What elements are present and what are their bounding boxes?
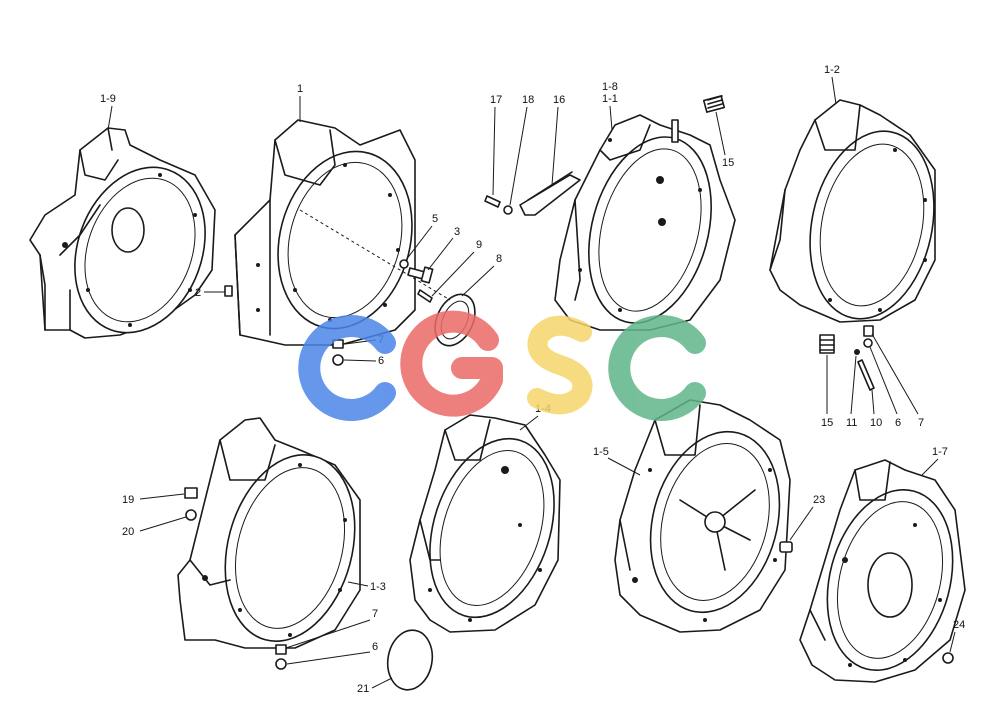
label-15-upper: 15: [722, 157, 734, 169]
label-17: 17: [490, 94, 502, 106]
plug-7-right: [863, 325, 874, 337]
plug-15-upper: [702, 95, 726, 113]
label-6-upper: 6: [378, 355, 384, 367]
bolt-3: [407, 266, 434, 284]
washer-6-lower: [275, 658, 287, 670]
housing-1-1: [554, 114, 736, 331]
label-15-lower: 15: [821, 417, 833, 429]
housing-1-9: [29, 127, 216, 339]
plug-7-lower: [275, 644, 287, 655]
watermark-letter-g: [400, 310, 503, 417]
watermark-letter-c2: [608, 315, 706, 421]
label-1-8: 1-8: [602, 81, 618, 93]
label-2: 2: [195, 287, 201, 299]
watermark-letter-c1: [298, 315, 396, 421]
label-18: 18: [522, 94, 534, 106]
cgsc-watermark: [298, 310, 706, 421]
bracket-16: [519, 171, 581, 216]
label-6-lower: 6: [372, 641, 378, 653]
label-8: 8: [496, 253, 502, 265]
label-1: 1: [297, 83, 303, 95]
label-9: 9: [476, 239, 482, 251]
housing-1-3: [177, 417, 361, 649]
plug-15-lower: [819, 334, 835, 354]
label-1-5: 1-5: [593, 446, 609, 458]
label-16: 16: [553, 94, 565, 106]
label-10: 10: [870, 417, 882, 429]
label-24: 24: [953, 619, 965, 631]
label-6-right: 6: [895, 417, 901, 429]
label-1-7: 1-7: [932, 446, 948, 458]
plug-2: [224, 285, 233, 297]
label-7-right: 7: [918, 417, 924, 429]
wm-c1-stroke: [298, 315, 396, 421]
o-ring-21: [386, 629, 434, 691]
bolt-17: [484, 195, 501, 208]
label-20: 20: [122, 526, 134, 538]
pin-10: [857, 359, 875, 391]
label-1-1: 1-1: [602, 93, 618, 105]
label-11: 11: [846, 417, 857, 429]
label-1-2: 1-2: [824, 64, 840, 76]
washer-6-right: [863, 338, 873, 348]
label-7-lower: 7: [372, 608, 378, 620]
label-5: 5: [432, 213, 438, 225]
plug-19: [184, 487, 198, 499]
housing-1-2: [769, 99, 936, 323]
washer-20: [185, 509, 197, 521]
bolt-9: [417, 289, 433, 303]
ball-11: [854, 349, 860, 355]
plug-7-upper: [332, 339, 344, 349]
washer-18: [503, 205, 513, 215]
label-21: 21: [357, 683, 369, 695]
housing-1-4: [409, 414, 561, 633]
washer-6-upper: [332, 354, 344, 366]
watermark-letter-s: [527, 315, 593, 415]
housing-1: [234, 119, 416, 346]
washer-5: [399, 259, 409, 269]
label-1-9: 1-9: [100, 93, 116, 105]
label-23: 23: [813, 494, 825, 506]
housing-1-5: [614, 399, 791, 633]
label-19: 19: [122, 494, 134, 506]
nut-24: [942, 652, 954, 664]
housing-1-7: [799, 459, 966, 683]
label-3: 3: [454, 226, 460, 238]
label-1-3: 1-3: [370, 581, 386, 593]
plug-23: [779, 541, 793, 553]
